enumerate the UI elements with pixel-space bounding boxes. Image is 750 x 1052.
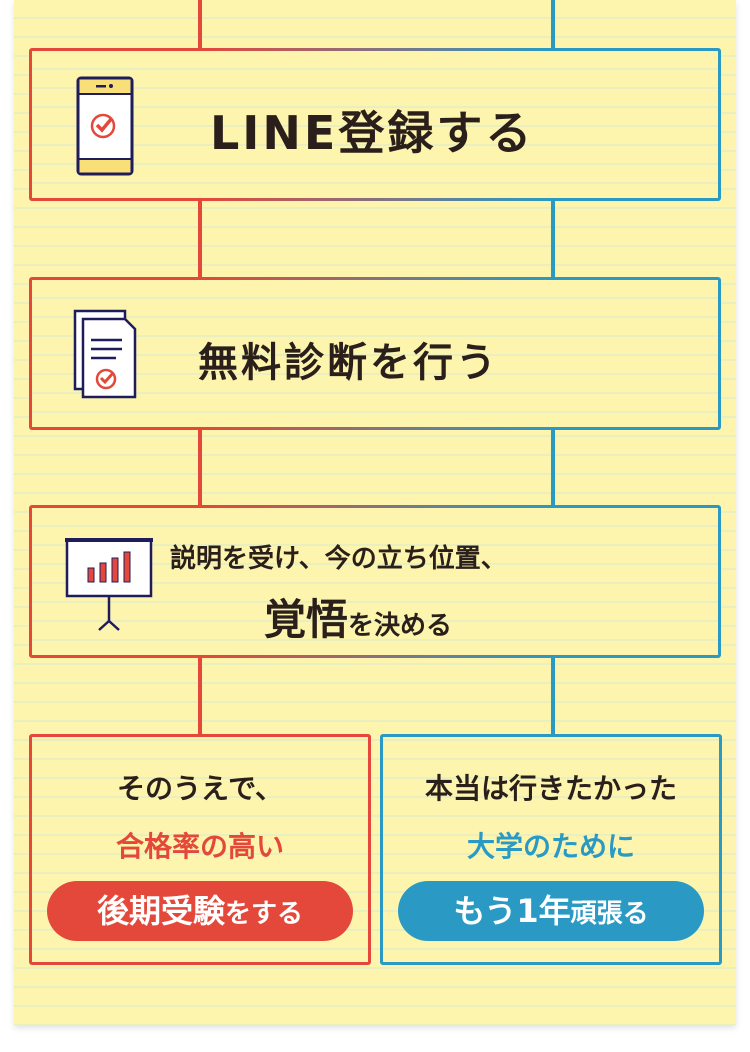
option-subtitle: 大学のために [466, 830, 635, 863]
step-label: LINE登録する [210, 106, 535, 160]
step-label-line2: 覚悟を決める [264, 586, 452, 647]
emphasis-text: 覚悟 [264, 595, 349, 644]
option-late-exam: そのうえで、 合格率の高い 後期受験をする [29, 734, 371, 965]
option-pill: 後期受験をする [47, 881, 353, 941]
step-label-suffix: を決める [348, 611, 453, 641]
presentation-chart-icon [65, 538, 153, 631]
step-label: 無料診断を行う [198, 340, 499, 386]
document-check-icon [73, 309, 137, 399]
pill-suffix-text: 頑張る [570, 899, 649, 929]
option-intro: 本当は行きたかった [424, 772, 677, 805]
option-pill: もう1年頑張る [398, 881, 704, 941]
step-label-line1: 説明を受け、今の立ち位置、 [170, 544, 507, 574]
step-line-register: LINE登録する [29, 48, 721, 201]
option-one-more-year: 本当は行きたかった 大学のために もう1年頑張る [380, 734, 722, 965]
smartphone-check-icon [76, 76, 134, 176]
option-intro: そのうえで、 [116, 772, 284, 805]
option-subtitle: 合格率の高い [115, 830, 284, 863]
pill-suffix-text: をする [225, 899, 304, 929]
step-free-diagnosis: 無料診断を行う [29, 277, 721, 430]
pill-main-text: 後期受験 [96, 892, 225, 930]
step-explanation: 説明を受け、今の立ち位置、 覚悟を決める [29, 505, 721, 658]
pill-main-text: もう1年 [453, 892, 571, 930]
